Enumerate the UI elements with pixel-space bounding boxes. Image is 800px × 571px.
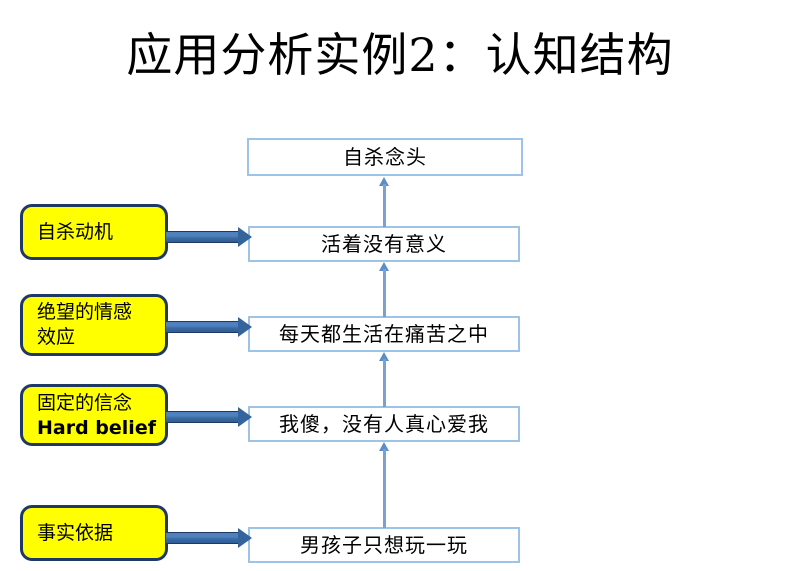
tag-box-line-1: 绝望的情感 xyxy=(37,301,133,323)
tag-box-despair-emotion-effect[interactable]: 绝望的情感 效应 xyxy=(20,294,168,356)
arrow-shaft xyxy=(166,532,238,544)
tag-box-line-2: 效应 xyxy=(37,326,76,348)
connector-arrow-up-to-suicidal-thought xyxy=(378,177,390,227)
node-box-label: 男孩子只想玩一玩 xyxy=(300,533,468,557)
pointer-arrow-despair-to-daily-suffering xyxy=(166,317,252,337)
tag-box-line-1: 事实依据 xyxy=(37,521,114,544)
node-box-label: 活着没有意义 xyxy=(321,232,447,256)
connector-arrow-up-to-daily-suffering xyxy=(378,352,390,407)
connector-arrow-up-to-nobody-loves-me xyxy=(378,442,390,528)
pointer-arrow-facts-to-boys-just-play xyxy=(166,528,252,548)
node-box-daily-suffering[interactable]: 每天都生活在痛苦之中 xyxy=(248,316,520,352)
arrow-head-up-icon xyxy=(379,177,389,186)
arrow-head-right-icon xyxy=(238,407,252,427)
arrow-shaft xyxy=(383,184,386,227)
tag-box-line-2: Hard belief xyxy=(37,416,156,439)
arrow-head-up-icon xyxy=(379,262,389,271)
arrow-shaft xyxy=(166,231,238,243)
arrow-shaft xyxy=(166,321,238,333)
node-box-suicidal-thought[interactable]: 自杀念头 xyxy=(247,138,523,176)
arrow-head-up-icon xyxy=(379,442,389,451)
tag-box-line-1: 自杀动机 xyxy=(37,220,114,243)
arrow-shaft xyxy=(383,449,386,528)
node-box-nobody-loves-me[interactable]: 我傻，没有人真心爱我 xyxy=(248,406,520,442)
arrow-head-right-icon xyxy=(238,317,252,337)
arrow-shaft xyxy=(383,269,386,317)
arrow-shaft xyxy=(166,411,238,423)
tag-box-factual-basis[interactable]: 事实依据 xyxy=(20,505,168,561)
arrow-head-right-icon xyxy=(238,227,252,247)
node-box-boys-just-play[interactable]: 男孩子只想玩一玩 xyxy=(248,527,520,563)
arrow-shaft xyxy=(383,359,386,407)
node-box-life-meaningless[interactable]: 活着没有意义 xyxy=(248,226,520,262)
tag-box-suicidal-motivation[interactable]: 自杀动机 xyxy=(20,204,168,260)
tag-box-line-1: 固定的信念 xyxy=(37,391,133,414)
connector-arrow-up-to-life-meaningless xyxy=(378,262,390,317)
tag-box-hard-belief[interactable]: 固定的信念 Hard belief xyxy=(20,384,168,446)
page-title: 应用分析实例2：认知结构 xyxy=(126,28,674,82)
arrow-head-right-icon xyxy=(238,528,252,548)
node-box-label: 自杀念头 xyxy=(343,145,427,169)
node-box-label: 我傻，没有人真心爱我 xyxy=(279,412,489,436)
arrow-head-up-icon xyxy=(379,352,389,361)
node-box-label: 每天都生活在痛苦之中 xyxy=(279,322,489,346)
pointer-arrow-belief-to-nobody-loves-me xyxy=(166,407,252,427)
pointer-arrow-motivation-to-life-meaningless xyxy=(166,227,252,247)
